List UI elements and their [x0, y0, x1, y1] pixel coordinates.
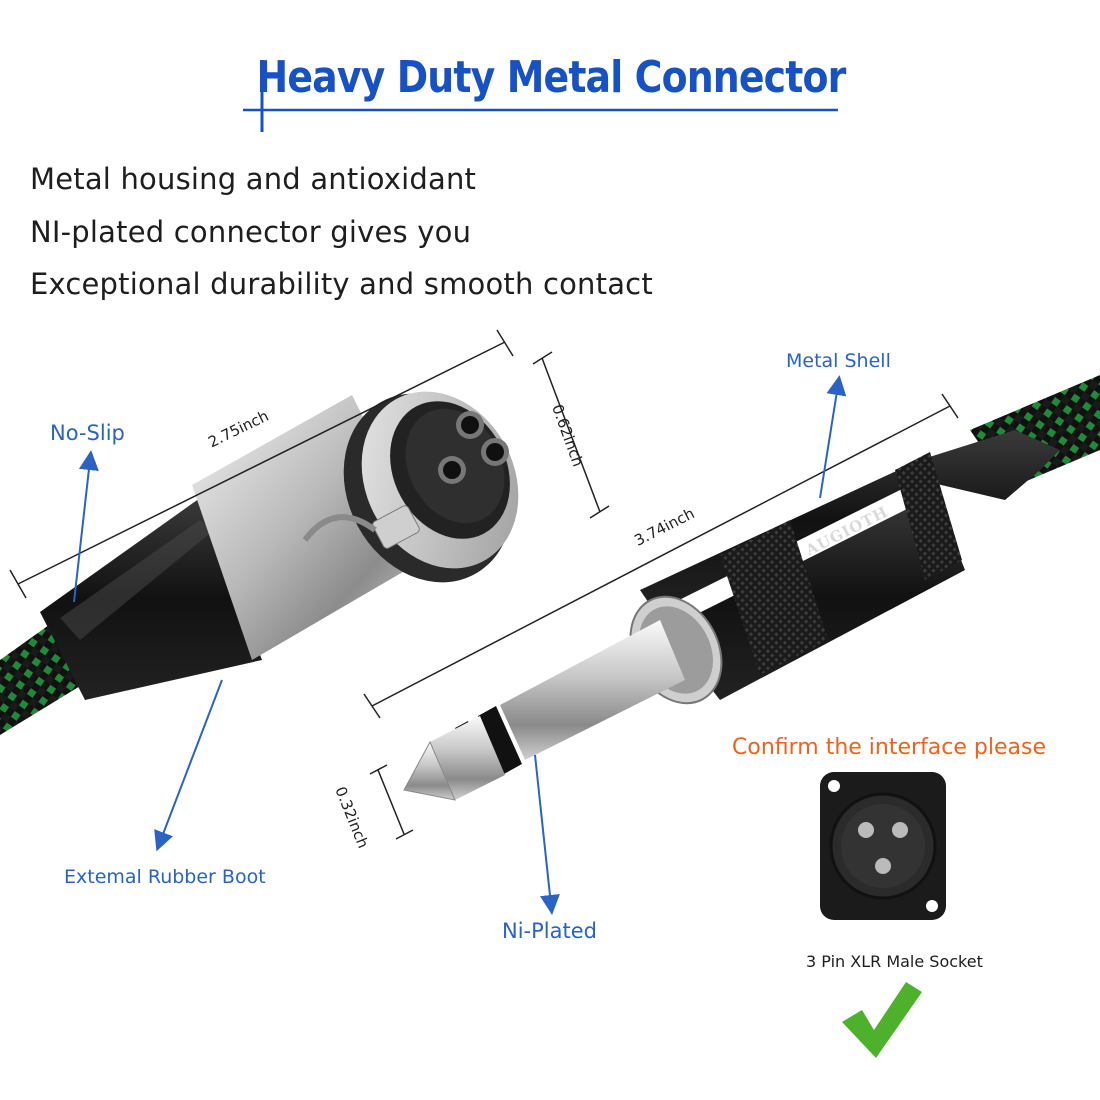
- check-mark-icon: [842, 982, 922, 1058]
- callout-no-slip: No-Slip: [50, 421, 125, 445]
- description-line: Exceptional durability and smooth contac…: [30, 267, 653, 301]
- description-line: Metal housing and antioxidant: [30, 162, 477, 196]
- description-line: NI-plated connector gives you: [30, 215, 472, 249]
- callout-rubber-boot: Extemal Rubber Boot: [64, 866, 266, 888]
- callout-ni-plated: Ni-Plated: [502, 919, 597, 943]
- page-title: Heavy Duty Metal Connector: [256, 52, 847, 103]
- xlr-female-connector: [0, 391, 519, 735]
- callout-arrows: [73, 375, 847, 915]
- socket-label: 3 Pin XLR Male Socket: [806, 952, 983, 971]
- jack-plug-connector: [403, 375, 1100, 801]
- xlr-male-socket-icon: [820, 772, 946, 920]
- dimension-lines: [9, 329, 959, 840]
- confirm-interface-text: Confirm the interface please: [732, 735, 1047, 760]
- callout-metal-shell: Metal Shell: [786, 350, 891, 372]
- title-frame: [243, 60, 838, 132]
